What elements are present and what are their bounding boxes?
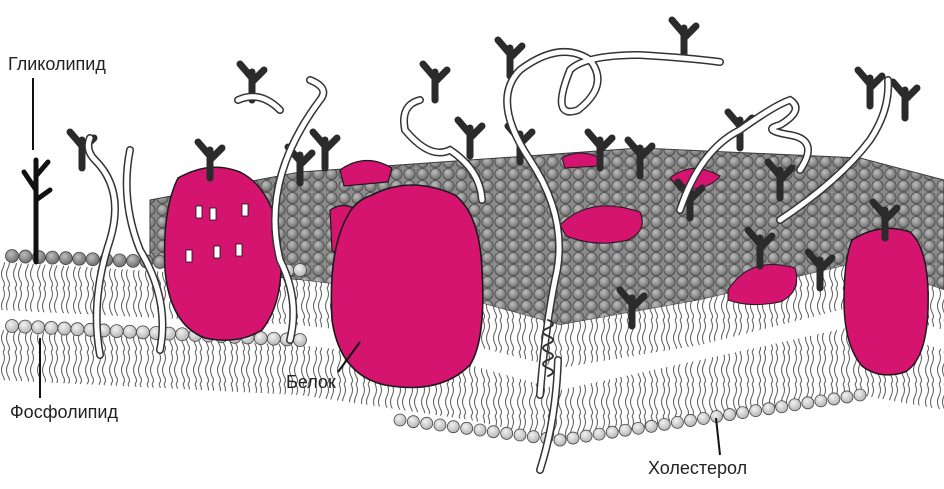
phospholipid-head <box>421 417 433 429</box>
phospholipid-head <box>6 320 19 333</box>
phospholipid-head <box>6 250 19 263</box>
phospholipid-head <box>45 321 58 334</box>
phospholipid-head <box>59 252 72 265</box>
phospholipid-head <box>46 251 59 264</box>
phospholipid-head <box>697 412 709 424</box>
phospholipid-head <box>776 401 788 413</box>
phospholipid-head <box>487 426 499 438</box>
glycolipid-chain <box>24 160 50 262</box>
phospholipid-head <box>474 424 486 436</box>
phospholipid-head <box>671 416 683 428</box>
phospholipid-head <box>632 422 644 434</box>
label-phospholipid: Фосфолипид <box>10 402 118 423</box>
phospholipid-head <box>750 405 762 417</box>
phospholipid-head <box>123 325 136 338</box>
phospholipid-head <box>447 421 459 433</box>
label-protein: Белок <box>286 372 336 393</box>
phospholipid-head <box>606 426 618 438</box>
phospholipid-head <box>501 427 513 439</box>
protein-large <box>331 185 482 388</box>
phospholipid-head <box>73 252 86 265</box>
phospholipid-head <box>567 432 579 444</box>
phospholipid-head <box>593 428 605 440</box>
phospholipid-head <box>294 264 307 277</box>
phospholipid-head <box>58 322 71 335</box>
phospholipid-head <box>110 325 123 338</box>
phospholipid-head <box>86 253 99 266</box>
phospholipid-head <box>737 407 749 419</box>
phospholipid-head <box>619 424 631 436</box>
carbohydrate-branch <box>672 20 696 56</box>
protein-right <box>844 228 928 374</box>
phospholipid-head <box>763 403 775 415</box>
phospholipid-head <box>176 328 189 341</box>
phospholipid-head <box>71 323 84 336</box>
phospholipid-head <box>802 397 814 409</box>
phospholipid-head <box>724 409 736 421</box>
label-glycolipid: Гликолипид <box>8 54 106 75</box>
phospholipid-head <box>407 416 419 428</box>
phospholipid-head <box>136 326 149 339</box>
phospholipid-head <box>514 429 526 441</box>
phospholipid-head <box>127 254 140 267</box>
phospholipid-head <box>113 254 126 267</box>
phospholipid-head <box>554 434 566 446</box>
carbohydrate-branch <box>893 82 917 118</box>
protein-left <box>165 167 282 340</box>
phospholipid-head <box>658 418 670 430</box>
phospholipid-head <box>580 430 592 442</box>
phospholipid-head <box>854 389 866 401</box>
phospholipid-head <box>789 399 801 411</box>
phospholipid-head <box>294 334 307 347</box>
phospholipid-head <box>461 422 473 434</box>
carbohydrate-branch <box>313 132 337 168</box>
carbohydrate-branch <box>858 70 882 106</box>
phospholipid-head <box>267 332 280 345</box>
phospholipid-head <box>32 321 45 334</box>
phospholipid-head <box>19 250 32 263</box>
phospholipid-head <box>527 431 539 443</box>
phospholipid-head <box>394 414 406 426</box>
carbohydrate-branch <box>458 120 482 156</box>
phospholipid-head <box>19 320 32 333</box>
phospholipid-head <box>645 420 657 432</box>
phospholipid-head <box>841 391 853 403</box>
phospholipid-head <box>684 414 696 426</box>
carbohydrate-branch <box>423 64 447 100</box>
phospholipid-head <box>815 395 827 407</box>
phospholipid-head <box>828 393 840 405</box>
phospholipid-head <box>434 419 446 431</box>
label-cholesterol: Холестерол <box>648 458 747 479</box>
